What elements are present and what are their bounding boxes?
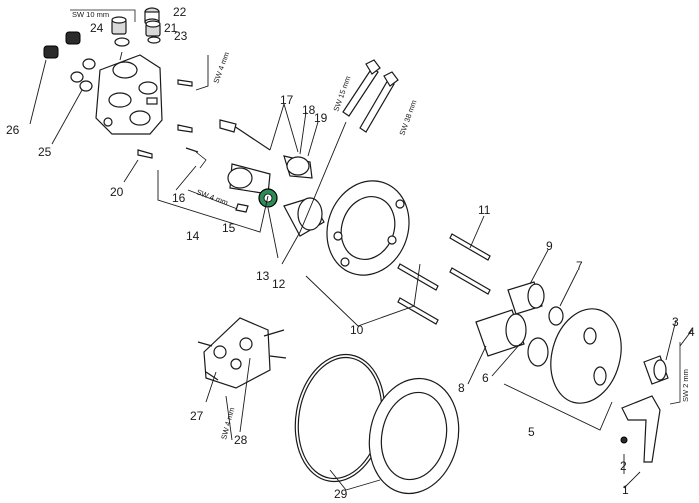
part-5-rosette — [550, 308, 622, 404]
screws-left — [137, 124, 193, 159]
part-number-15: 15 — [222, 221, 236, 235]
part-21-insert — [145, 20, 161, 37]
long-screws-11 — [397, 233, 491, 325]
part-number-16: 16 — [172, 191, 186, 205]
allen-key-top: SW 4 mm — [177, 51, 231, 91]
tool-label-sw4-top: SW 4 mm — [211, 51, 231, 85]
part-number-19: 19 — [314, 111, 328, 125]
leader-lines — [29, 51, 693, 491]
part-black-nut-left — [43, 31, 81, 59]
part-number-29: 29 — [334, 487, 348, 501]
part-9-sleeve — [507, 281, 545, 315]
part-23-nut — [114, 36, 161, 47]
part-number-1: 1 — [622, 483, 629, 497]
part-number-10: 10 — [350, 323, 364, 337]
part-number-6: 6 — [482, 371, 489, 385]
part-6-ring — [527, 337, 549, 367]
part-25-seal-rings — [70, 58, 96, 92]
tool-label-sw38: SW 38 mm — [397, 99, 418, 137]
part-24-insert — [111, 16, 127, 35]
part-8-sleeve — [475, 309, 527, 357]
part-3-knob — [643, 355, 669, 385]
part-number-2: 2 — [620, 459, 627, 473]
part-number-21: 21 — [164, 21, 178, 35]
part-number-26: 26 — [6, 123, 20, 137]
valve-body — [95, 54, 163, 135]
part-number-13: 13 — [256, 269, 270, 283]
part-27-frame — [197, 317, 287, 389]
part-number-12: 12 — [272, 277, 286, 291]
tool-label-sw4-mid: SW 4 mm — [195, 187, 229, 207]
part-number-28: 28 — [234, 433, 248, 447]
part-12-sleeve — [283, 197, 325, 237]
sw10-label-group: SW 10 mm — [70, 9, 136, 22]
part-number-25: 25 — [38, 145, 52, 159]
part-number-8: 8 — [458, 381, 465, 395]
part-29-cover — [368, 377, 460, 495]
part-10-plaster-guard — [326, 180, 410, 276]
part-number-17: 17 — [280, 93, 294, 107]
part-number-11: 11 — [478, 203, 491, 217]
blue-clip — [195, 151, 207, 169]
part-number-3: 3 — [672, 315, 679, 329]
part-number-14: 14 — [186, 229, 200, 243]
part-number-18: 18 — [302, 103, 316, 117]
part-number-20: 20 — [110, 185, 124, 199]
part-7-ring — [548, 306, 564, 326]
part-1-handle — [621, 395, 661, 463]
part-number-7: 7 — [576, 259, 583, 273]
allen-key-mid: SW 4 mm — [187, 187, 249, 213]
part-number-5: 5 — [528, 425, 535, 439]
part-number-9: 9 — [546, 239, 553, 253]
part-number-24: 24 — [90, 21, 104, 35]
tool-label-sw10: SW 10 mm — [72, 10, 109, 19]
part-2-screw — [620, 436, 628, 444]
tool-label-sw2: SW 2 mm — [681, 369, 690, 402]
sw2-label-group: SW 2 mm — [669, 342, 690, 405]
part-number-labels: 22 24 21 23 26 25 20 16 14 15 17 18 19 1… — [6, 5, 695, 501]
cartridge-assembly — [185, 119, 313, 195]
part-number-22: 22 — [173, 5, 187, 19]
part-number-23: 23 — [174, 29, 188, 43]
part-number-4: 4 — [688, 325, 695, 339]
part-number-27: 27 — [190, 409, 204, 423]
part-29-large-ring — [294, 353, 386, 483]
